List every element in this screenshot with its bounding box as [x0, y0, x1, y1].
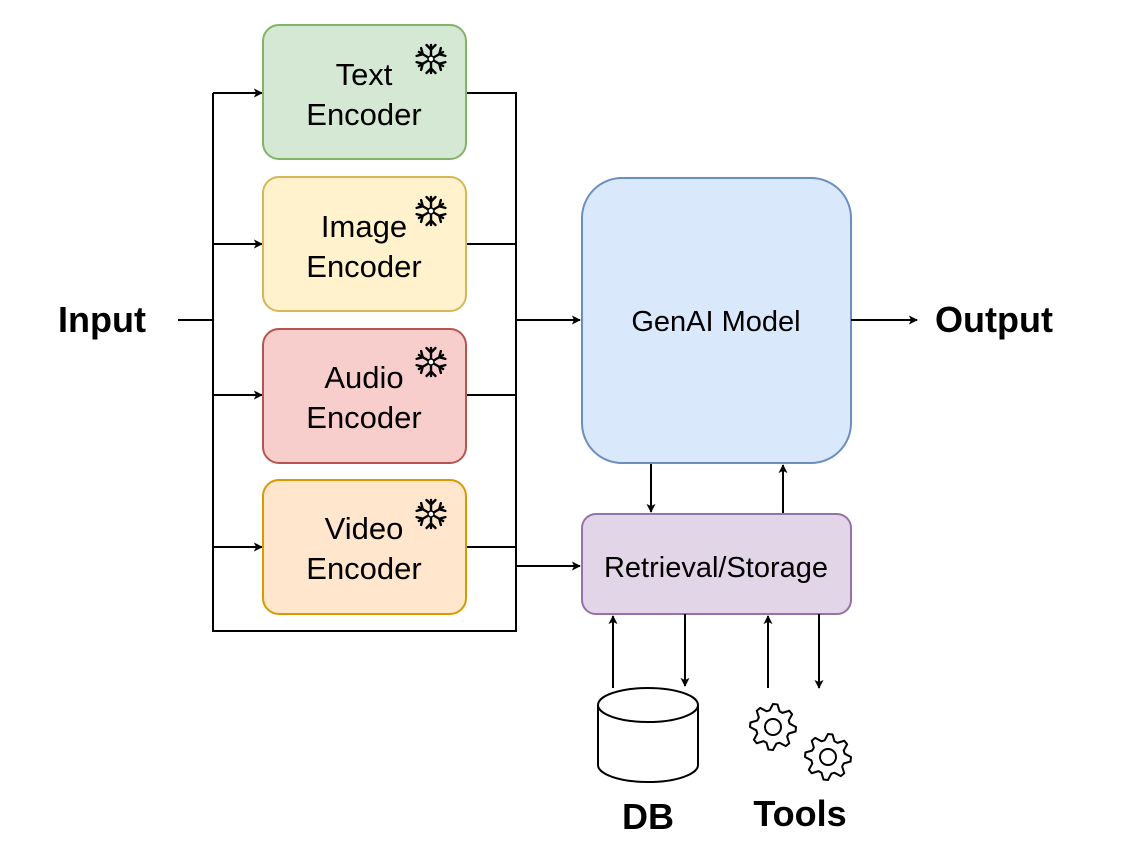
- retrieval-storage: Retrieval/Storage: [581, 513, 852, 615]
- encoder-text: Text Encoder: [262, 24, 467, 160]
- encoder-text-box: [262, 24, 467, 160]
- encoder-video-line1: Video: [325, 511, 404, 546]
- encoder-output-connectors: [466, 92, 581, 632]
- encoder-text-line2: Encoder: [306, 97, 421, 132]
- model-retrieval-connectors: [646, 464, 788, 513]
- encoder-video: Video Encoder: [262, 479, 467, 615]
- input-label: Input: [58, 299, 146, 340]
- encoder-audio-box: [262, 328, 467, 464]
- encoder-image-line1: Image: [321, 209, 407, 244]
- db-label: DB: [622, 796, 674, 837]
- encoder-image: Image Encoder: [262, 176, 467, 312]
- gear-icon: [804, 733, 852, 781]
- output-label: Output: [935, 299, 1053, 340]
- input-connectors: [178, 88, 516, 632]
- tools-label: Tools: [753, 793, 846, 834]
- storage-connectors: [608, 614, 824, 689]
- encoder-image-box: [262, 176, 467, 312]
- genai-model-label: GenAI Model: [631, 306, 800, 338]
- encoder-video-box: [262, 479, 467, 615]
- gear-icon: [749, 703, 797, 751]
- encoder-audio: Audio Encoder: [262, 328, 467, 464]
- encoder-text-line1: Text: [336, 57, 393, 92]
- genai-model: GenAI Model: [581, 177, 852, 464]
- database-icon: [597, 687, 699, 783]
- encoder-audio-line2: Encoder: [306, 400, 421, 435]
- retrieval-storage-box: [581, 513, 852, 615]
- encoder-image-line2: Encoder: [306, 249, 421, 284]
- retrieval-storage-label: Retrieval/Storage: [604, 552, 828, 584]
- encoder-audio-line1: Audio: [324, 360, 403, 395]
- encoder-video-line2: Encoder: [306, 551, 421, 586]
